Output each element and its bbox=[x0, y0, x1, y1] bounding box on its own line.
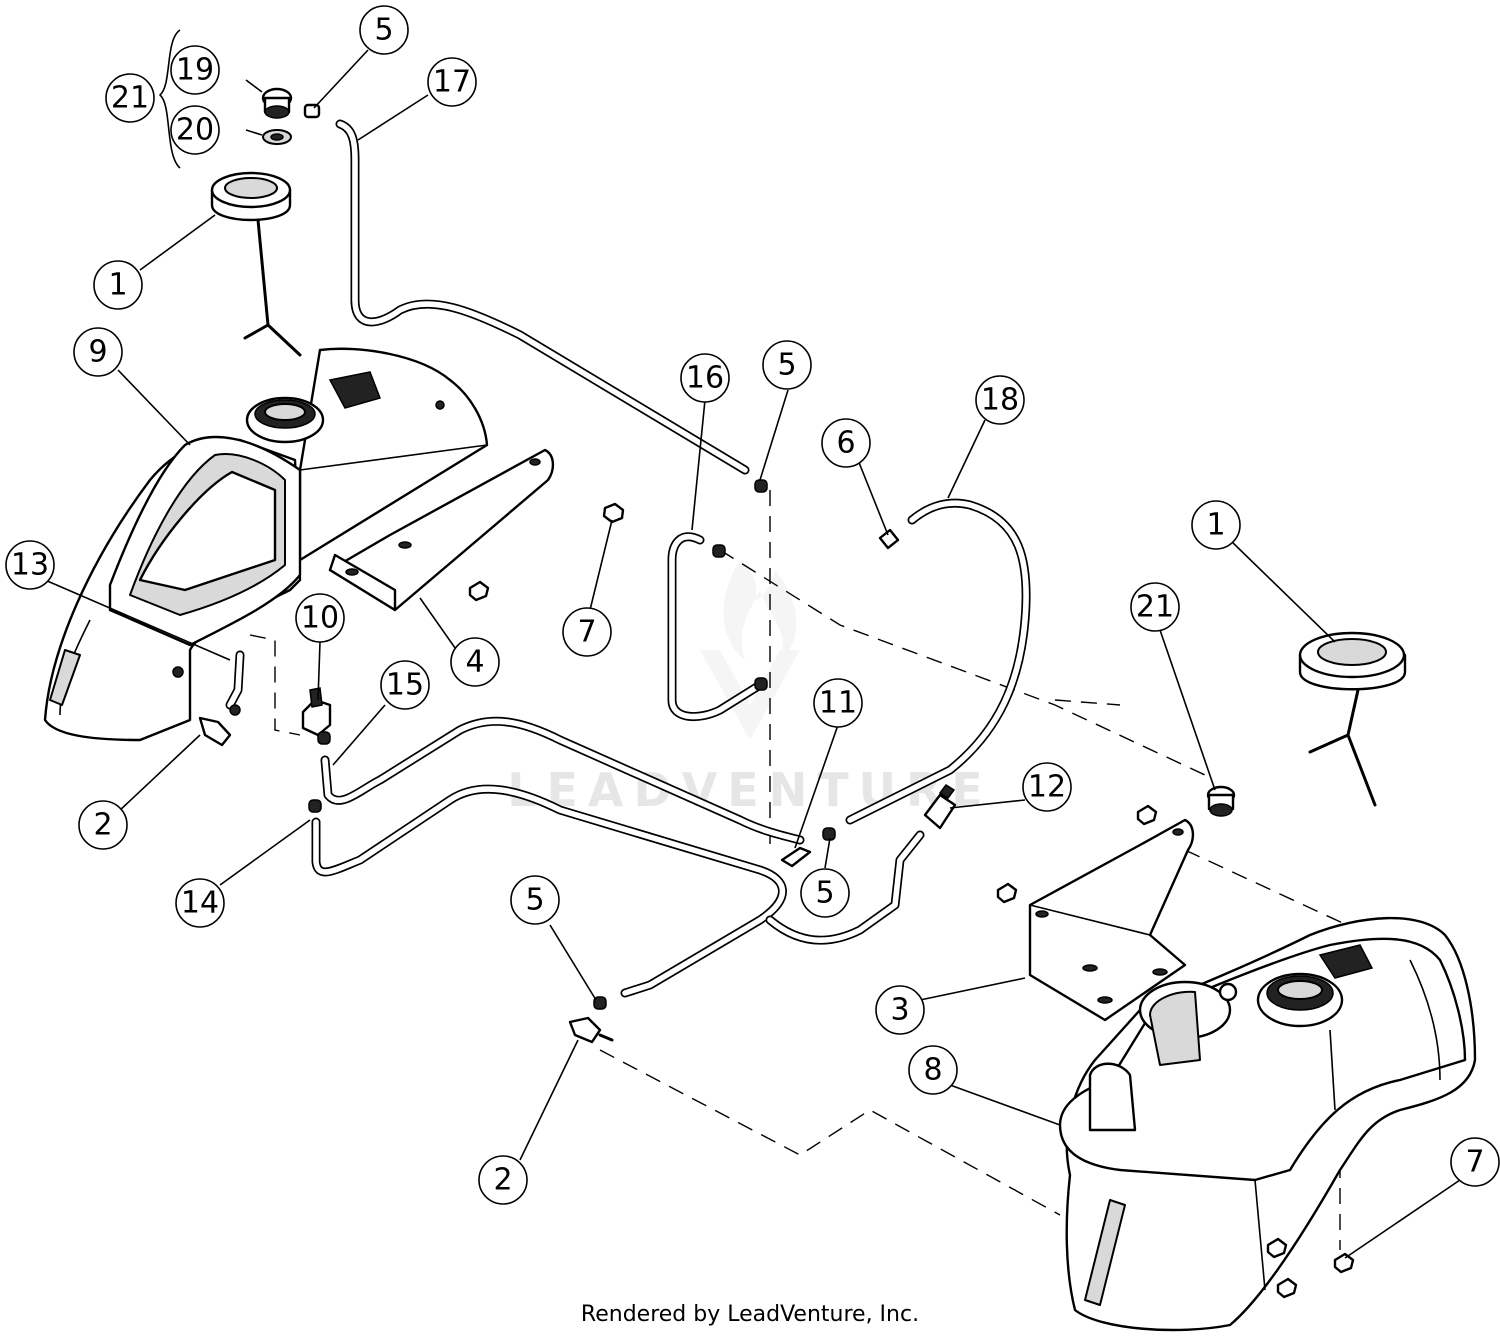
callout-17[interactable]: 17 bbox=[427, 57, 477, 107]
part-15-fuel-line[interactable] bbox=[320, 716, 805, 845]
callout-label: 10 bbox=[301, 601, 339, 636]
bolt-near-bracket-3 bbox=[996, 804, 1158, 904]
callout-label: 7 bbox=[1465, 1145, 1484, 1180]
part-21-vent-valve-right[interactable] bbox=[1206, 785, 1236, 817]
callout-label: 5 bbox=[374, 13, 393, 48]
callout-label: 1 bbox=[108, 268, 127, 303]
callout-5-top[interactable]: 5 bbox=[359, 5, 409, 55]
callout-15[interactable]: 15 bbox=[380, 660, 430, 710]
callout-label: 20 bbox=[176, 113, 214, 148]
part-10-fuel-filter[interactable] bbox=[301, 687, 332, 745]
part-20-grommet[interactable] bbox=[262, 129, 292, 145]
callout-16[interactable]: 16 bbox=[680, 353, 730, 403]
callout-label: 19 bbox=[176, 53, 214, 88]
part-3-bracket-right[interactable] bbox=[1028, 818, 1195, 1022]
assembly-dash-lines bbox=[249, 490, 1376, 1250]
callout-4[interactable]: 4 bbox=[450, 637, 500, 687]
callout-5-lower-left[interactable]: 5 bbox=[510, 875, 560, 925]
callout-11[interactable]: 11 bbox=[813, 678, 863, 728]
part-7-bolt-center[interactable] bbox=[602, 502, 625, 524]
callout-label: 21 bbox=[1136, 590, 1174, 625]
callout-5-lower-center[interactable]: 5 bbox=[800, 868, 850, 918]
part-18-vent-hose-right[interactable] bbox=[845, 498, 1031, 825]
callout-6[interactable]: 6 bbox=[821, 418, 871, 468]
callout-label: 8 bbox=[923, 1053, 942, 1088]
part-5-clamp-top[interactable] bbox=[303, 103, 321, 119]
part-9-fuel-tank-left[interactable] bbox=[43, 347, 489, 742]
callout-20[interactable]: 20 bbox=[170, 105, 220, 155]
part-4-bracket-left[interactable] bbox=[328, 448, 555, 612]
callout-7-right[interactable]: 7 bbox=[1450, 1137, 1500, 1187]
callout-8[interactable]: 8 bbox=[908, 1045, 958, 1095]
callout-14[interactable]: 14 bbox=[175, 878, 225, 928]
callout-5-center[interactable]: 5 bbox=[762, 340, 812, 390]
callout-19[interactable]: 19 bbox=[170, 45, 220, 95]
callout-label: 6 bbox=[836, 426, 855, 461]
callout-label: 5 bbox=[777, 348, 796, 383]
callout-label: 11 bbox=[819, 686, 857, 721]
callout-label: 7 bbox=[577, 615, 596, 650]
part-1-fuel-cap-right[interactable] bbox=[1298, 631, 1407, 807]
callout-1-left[interactable]: 1 bbox=[93, 260, 143, 310]
callout-label: 5 bbox=[525, 883, 544, 918]
part-6-fitting[interactable] bbox=[878, 528, 900, 550]
callout-label: 18 bbox=[981, 383, 1019, 418]
callouts: 21 19 20 5 17 1 9 16 5 18 6 1 13 7 21 10… bbox=[5, 5, 1500, 1205]
bolts-bottom-right bbox=[1266, 1237, 1298, 1299]
callout-label: 4 bbox=[465, 645, 484, 680]
callout-13[interactable]: 13 bbox=[5, 540, 55, 590]
part-2-fitting-lower[interactable] bbox=[568, 996, 614, 1044]
callout-label: 5 bbox=[815, 876, 834, 911]
callout-2-lower[interactable]: 2 bbox=[478, 1155, 528, 1205]
part-7-bolt-right[interactable] bbox=[1333, 1252, 1355, 1274]
callout-label: 12 bbox=[1028, 770, 1066, 805]
callout-21-right[interactable]: 21 bbox=[1130, 582, 1180, 632]
callout-2-left[interactable]: 2 bbox=[78, 800, 128, 850]
callout-label: 9 bbox=[88, 335, 107, 370]
part-12-inline-fuel-filter[interactable] bbox=[923, 783, 957, 830]
callout-1-right[interactable]: 1 bbox=[1191, 500, 1241, 550]
part-19-vent-cap[interactable] bbox=[261, 87, 293, 119]
callout-label: 17 bbox=[433, 65, 471, 100]
callout-21-top[interactable]: 21 bbox=[105, 73, 155, 123]
callout-label: 1 bbox=[1206, 508, 1225, 543]
callout-7-center[interactable]: 7 bbox=[562, 607, 612, 657]
bolt-near-bracket-4 bbox=[468, 580, 490, 602]
fuel-line-to-pump bbox=[765, 830, 925, 945]
callout-label: 21 bbox=[111, 81, 149, 116]
callout-10[interactable]: 10 bbox=[295, 593, 345, 643]
callout-label: 14 bbox=[181, 886, 219, 921]
callout-18[interactable]: 18 bbox=[975, 375, 1025, 425]
bracket-21 bbox=[159, 29, 181, 169]
callout-label: 2 bbox=[493, 1163, 512, 1198]
part-14-fuel-line[interactable] bbox=[308, 784, 787, 998]
part-16-return-hose[interactable] bbox=[667, 479, 768, 722]
callout-3[interactable]: 3 bbox=[875, 985, 925, 1035]
footer-credit: Rendered by LeadVenture, Inc. bbox=[580, 1302, 920, 1327]
callout-12[interactable]: 12 bbox=[1022, 762, 1072, 812]
callout-label: 2 bbox=[93, 808, 112, 843]
part-17-vent-hose[interactable] bbox=[335, 119, 750, 475]
callout-label: 15 bbox=[386, 668, 424, 703]
callout-9[interactable]: 9 bbox=[73, 327, 123, 377]
callout-label: 16 bbox=[686, 361, 724, 396]
watermark-logo-icon bbox=[700, 560, 800, 740]
part-1-fuel-cap-left[interactable] bbox=[210, 171, 302, 357]
callout-label: 3 bbox=[890, 993, 909, 1028]
part-13-elbow-hose[interactable] bbox=[198, 650, 245, 747]
part-8-fuel-tank-right[interactable] bbox=[1058, 916, 1477, 1332]
callout-label: 13 bbox=[11, 548, 49, 583]
leader-lines bbox=[44, 49, 1461, 1259]
